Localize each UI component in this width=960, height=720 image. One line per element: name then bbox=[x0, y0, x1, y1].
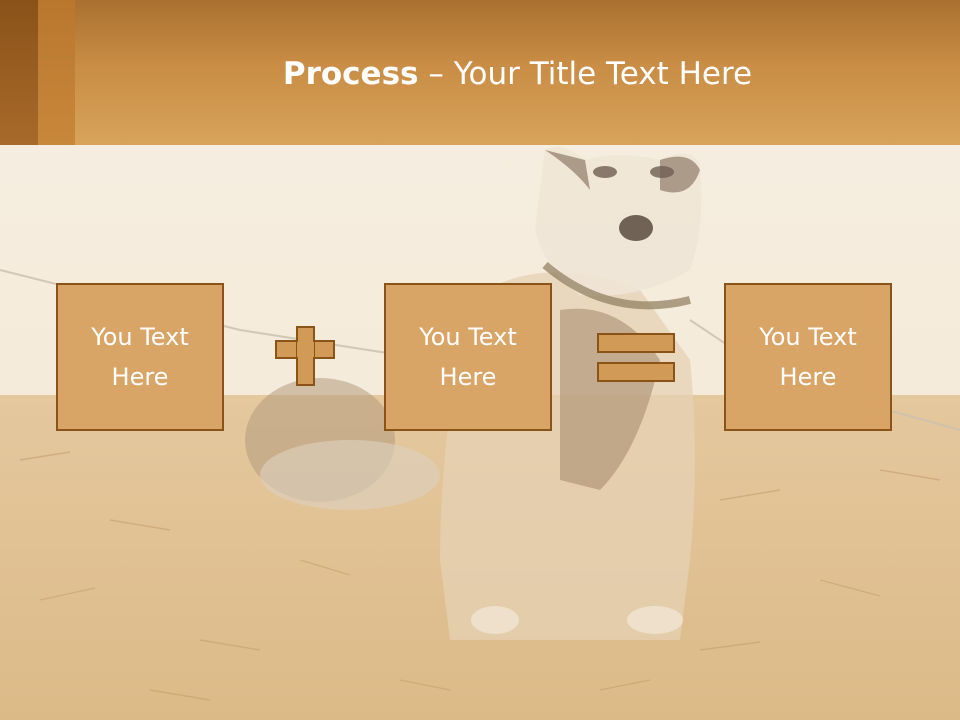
process-box-text: You Text Here bbox=[419, 323, 517, 391]
title-strong: Process bbox=[282, 56, 419, 92]
process-box-3: You Text Here bbox=[724, 283, 892, 431]
process-box-text: You Text Here bbox=[91, 323, 189, 391]
header-accent-stripe bbox=[38, 0, 75, 145]
process-box-text: You Text Here bbox=[759, 323, 857, 391]
process-box-1: You Text Here bbox=[56, 283, 224, 431]
title-rest: – Your Title Text Here bbox=[418, 56, 753, 92]
slide-title: Process – Your Title Text Here bbox=[75, 52, 960, 96]
header-band: Process – Your Title Text Here bbox=[0, 0, 960, 145]
process-box-2: You Text Here bbox=[384, 283, 552, 431]
header-accent-stripe bbox=[0, 0, 38, 145]
